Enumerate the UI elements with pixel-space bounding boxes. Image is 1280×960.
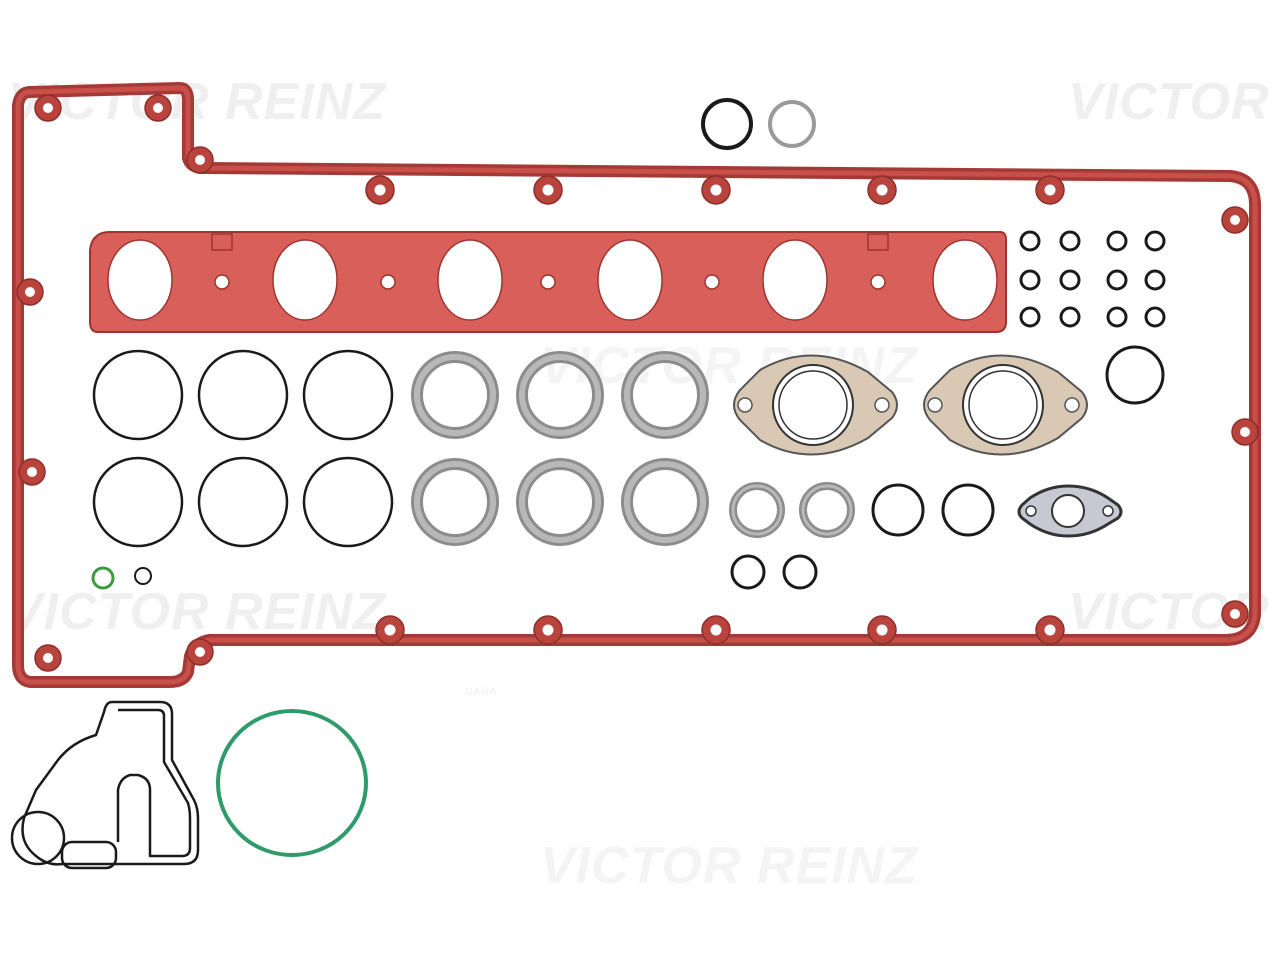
watermark-brand-top-right: VICTOR [1068, 73, 1270, 131]
top-black-oring [701, 98, 753, 150]
small-flange-gasket [1017, 484, 1123, 538]
small-grey-seals [729, 482, 855, 538]
large-black-orings [92, 349, 394, 548]
valve-cover-bolt-holes [25, 103, 1250, 663]
watermark-brand-bottom-left: VICTOR REINZ [8, 583, 386, 641]
small-green-ring [91, 566, 115, 590]
grey-seal-rings [411, 351, 709, 546]
medium-black-oring [1105, 345, 1165, 405]
small-black-orings-cluster [1019, 230, 1166, 328]
exhaust-flange-gaskets [733, 354, 1088, 456]
small-black-orings-lower [730, 483, 995, 590]
tiny-black-ring [134, 567, 152, 585]
oil-filter-housing-gasket [10, 700, 200, 870]
large-green-oring [216, 709, 368, 857]
watermark-brand-top-left: VICTOR REINZ [8, 73, 386, 131]
top-grey-oring [768, 100, 816, 148]
watermark-logo-text: DANA [465, 686, 497, 698]
watermark-brand-lower-center: VICTOR REINZ [540, 837, 918, 895]
intake-manifold-gasket [89, 231, 1007, 333]
